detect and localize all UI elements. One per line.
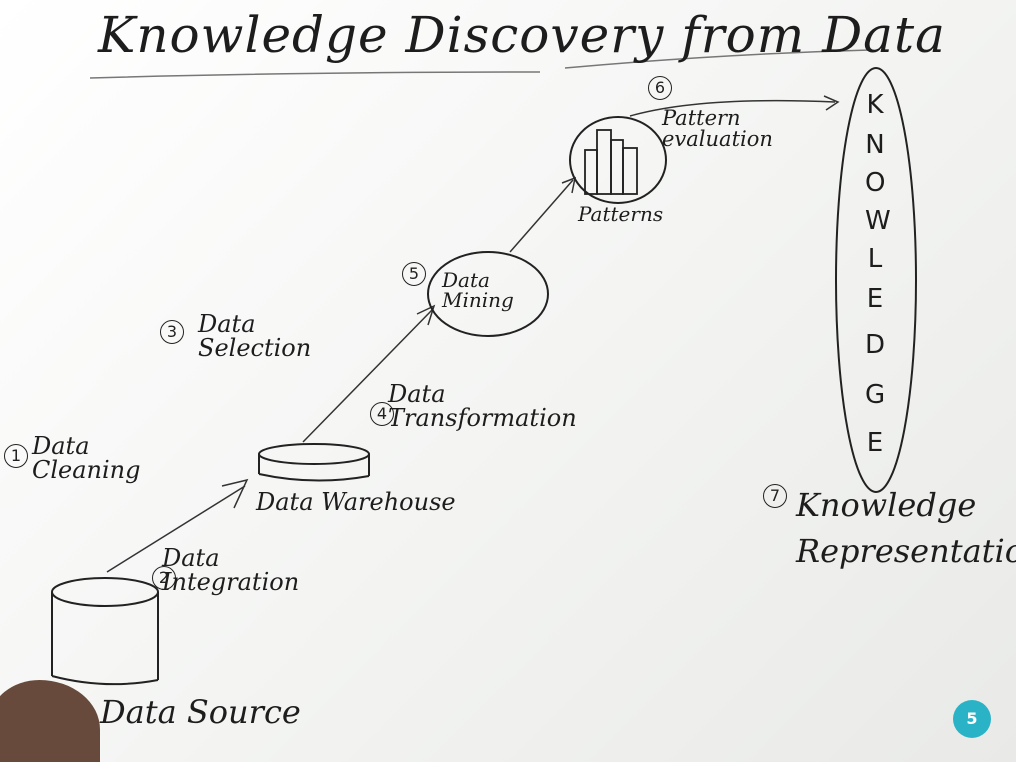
- step-4-number: 4: [370, 402, 394, 426]
- knowledge-letter-e1: E: [866, 284, 884, 314]
- step-5-number: 5: [402, 262, 426, 286]
- data-warehouse-label: Data Warehouse: [256, 488, 456, 516]
- arrow-transformation: [302, 304, 436, 443]
- knowledge-letter-k: K: [866, 90, 884, 120]
- knowledge-letter-o: O: [865, 168, 886, 198]
- step-3-label: Data Selection: [198, 310, 312, 362]
- knowledge-oval: [835, 67, 917, 493]
- step-6-label: Pattern evaluation: [662, 106, 773, 151]
- patterns-circle: [569, 116, 667, 204]
- patterns-label: Patterns: [578, 202, 664, 226]
- arrow-integration: [106, 478, 249, 573]
- data-mining-circle: [427, 251, 549, 337]
- data-warehouse-cylinder: [258, 443, 370, 482]
- knowledge-letter-e2: E: [866, 428, 884, 458]
- page-title: Knowledge Discovery from Data: [98, 6, 946, 64]
- data-source-label: Data Source: [100, 693, 301, 731]
- step-5-label: Data Mining: [442, 268, 514, 312]
- patterns-bars-icon: [584, 129, 638, 195]
- step-1-number: 1: [4, 444, 28, 468]
- channel-logo: 5: [953, 700, 991, 738]
- data-source-cylinder: [51, 577, 159, 686]
- knowledge-letter-d: D: [865, 330, 886, 360]
- knowledge-letter-l: L: [867, 244, 883, 274]
- arrow-pattern-evaluation: [629, 95, 840, 117]
- knowledge-letter-g: G: [865, 380, 886, 410]
- step-2-label: Data Integration: [162, 544, 300, 596]
- step-7-label: Knowledge Representation: [796, 486, 1016, 571]
- step-2-number: 2: [152, 566, 176, 590]
- arrow-mining-to-patterns: [509, 176, 577, 253]
- step-6-number: 6: [648, 76, 672, 100]
- step-4-label: Data Transformation: [388, 380, 577, 432]
- title-underline: [89, 49, 871, 79]
- step-1-label: Data Cleaning: [32, 432, 141, 484]
- knowledge-letter-n: N: [865, 130, 885, 160]
- step-3-number: 3: [160, 320, 184, 344]
- knowledge-letter-w: W: [865, 206, 891, 236]
- step-7-number: 7: [763, 484, 787, 508]
